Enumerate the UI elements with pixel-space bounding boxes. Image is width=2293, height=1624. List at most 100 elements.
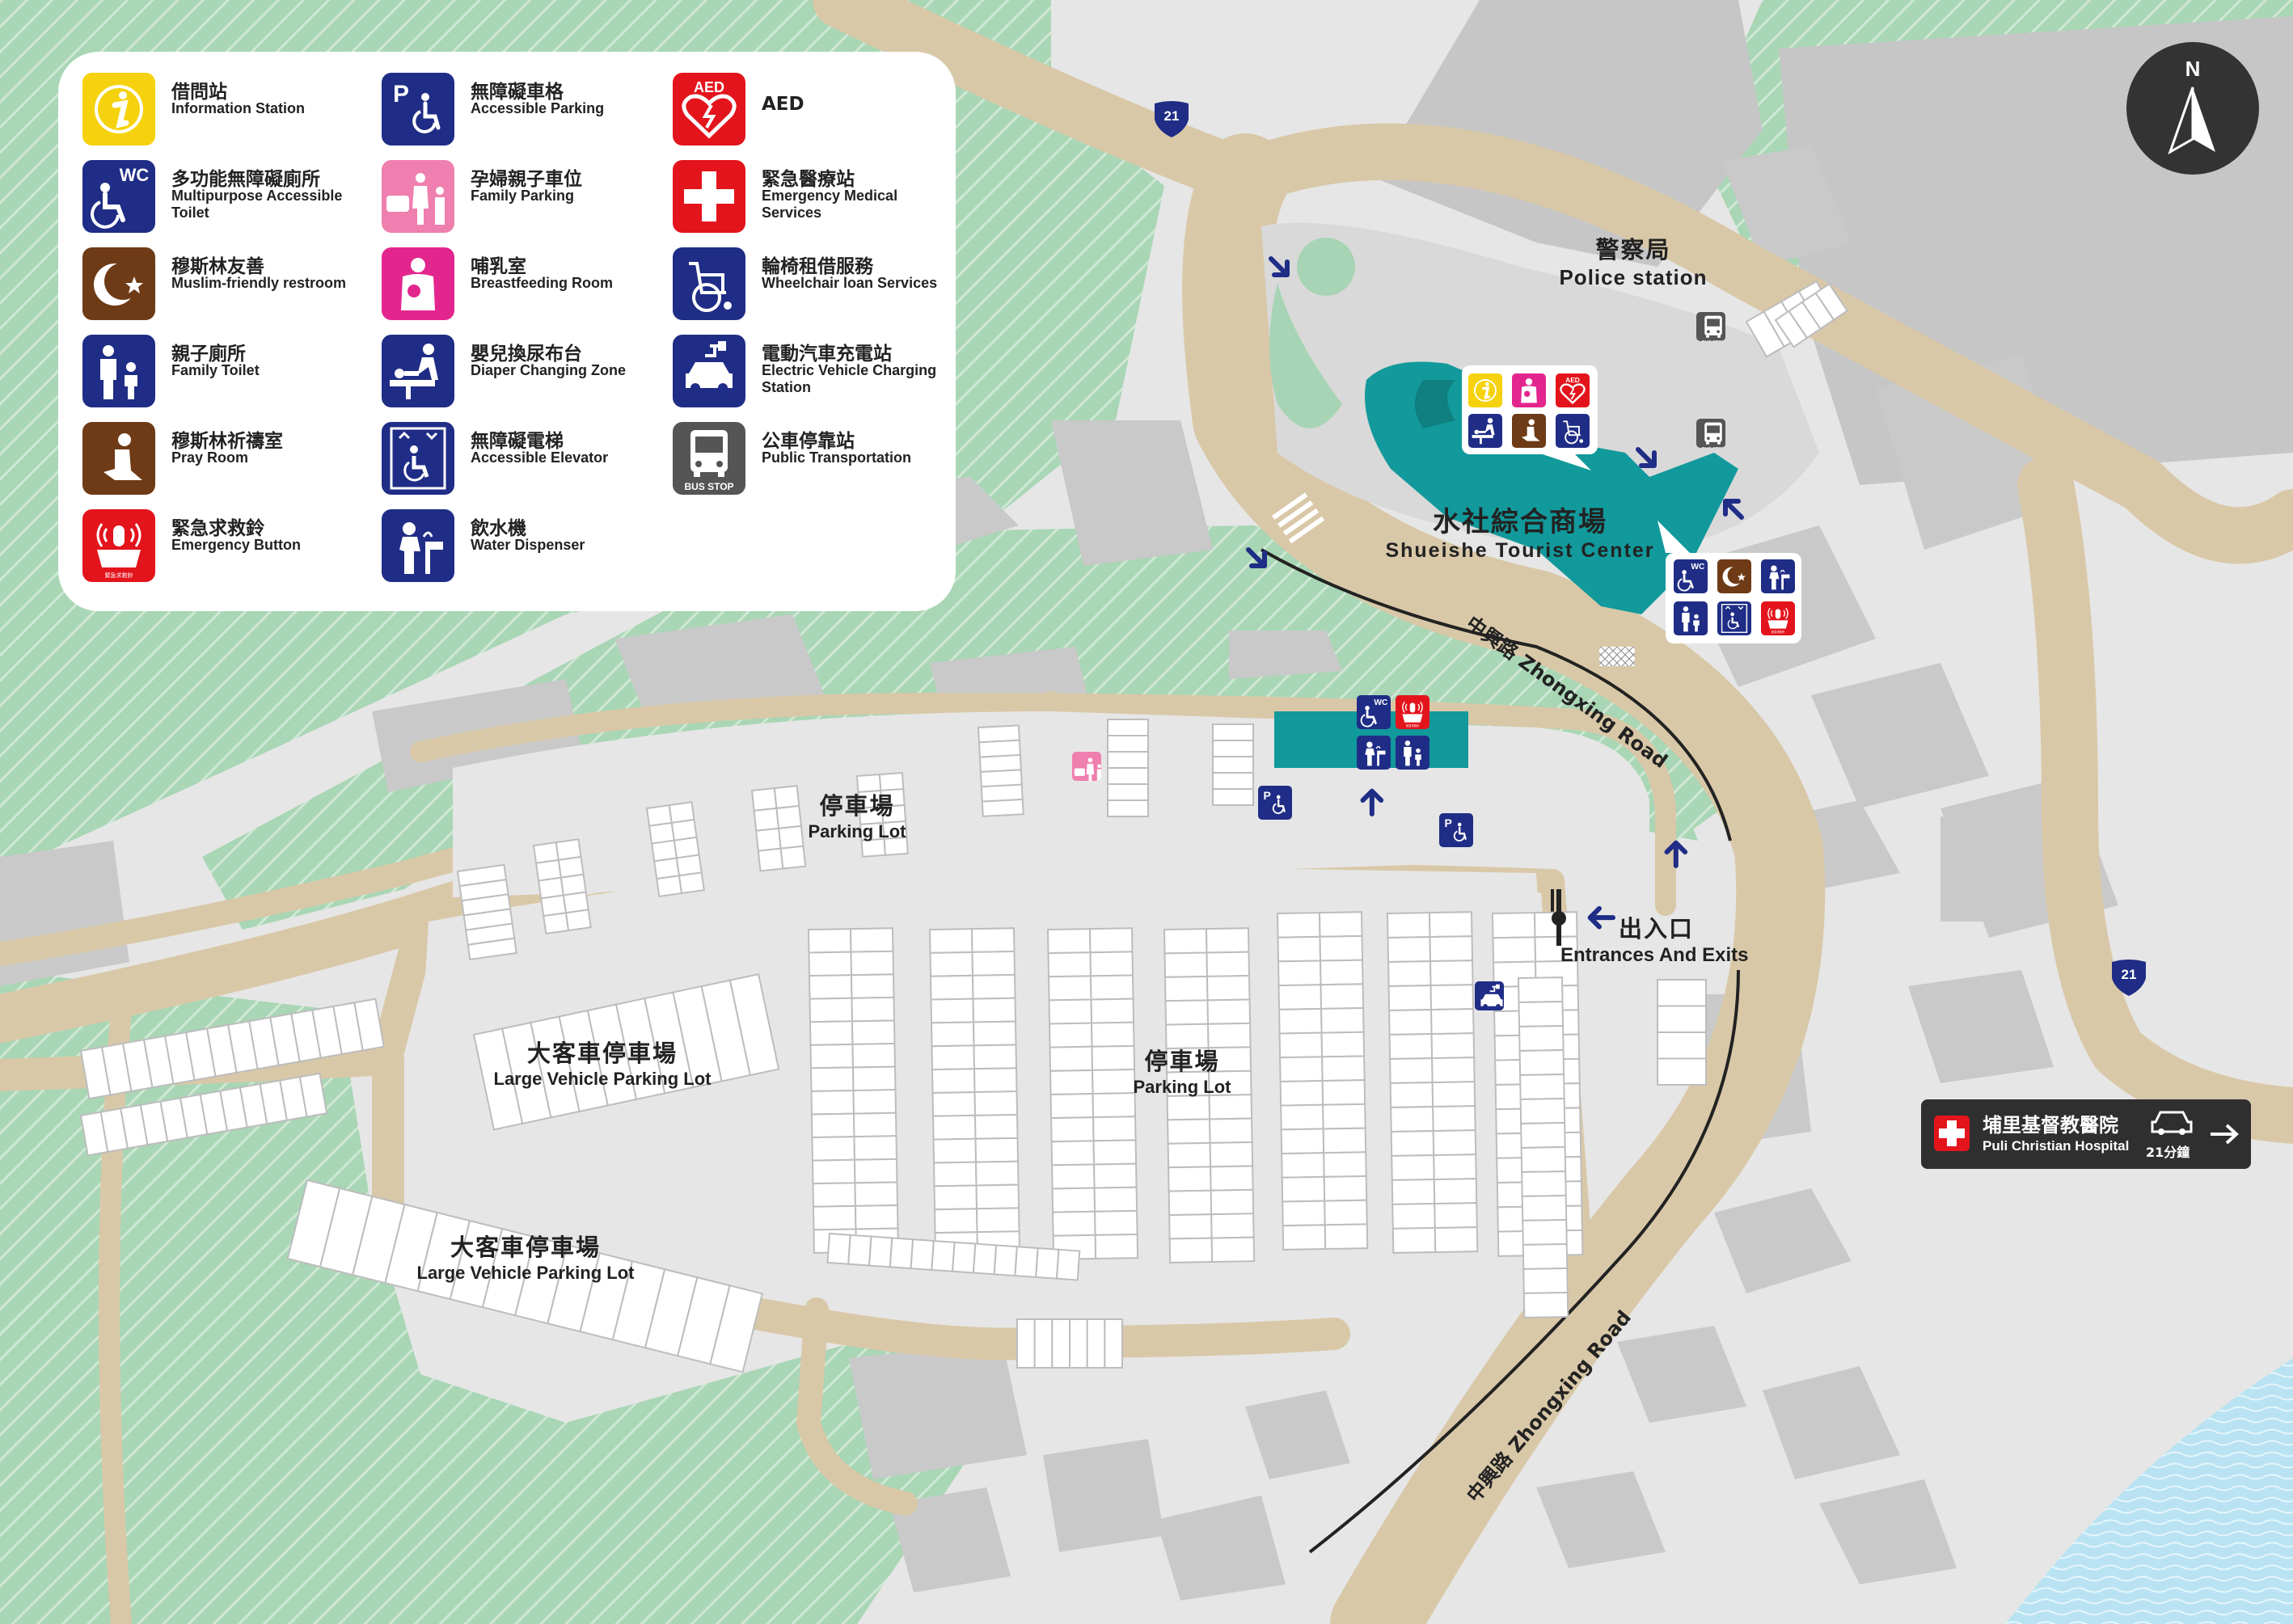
legend-label-zh: 嬰兒換尿布台 [471, 344, 582, 365]
aed-icon: AED [673, 73, 745, 146]
map-bus-stop-icon[interactable]: BUS STOP [1696, 419, 1725, 448]
legend-label-zh: 借問站 [171, 82, 227, 103]
svg-text:P: P [393, 81, 409, 108]
water-dispenser-icon [382, 509, 454, 582]
svg-text:緊急求救鈴: 緊急求救鈴 [1771, 630, 1785, 634]
hospital-name-zh: 埔里基督教醫院 [1983, 1114, 2118, 1137]
parking-lot-label-main: 停車場 Parking Lot [1101, 1043, 1263, 1098]
parking-stall-block [1386, 911, 1479, 1254]
map-info-icon[interactable] [1468, 373, 1502, 407]
map-ev-charging-icon[interactable] [1475, 981, 1504, 1010]
arrow-right-icon [2211, 1124, 2239, 1145]
hospital-direction-sign[interactable]: 埔里基督教醫院 Puli Christian Hospital 21分鐘 [1921, 1099, 2251, 1169]
parking-lot-zh: 停車場 [1144, 1048, 1220, 1075]
pray-room-icon [82, 422, 155, 495]
legend-label-en: Public Transportation [762, 449, 912, 466]
legend-label-zh: 緊急求救鈴 [171, 518, 264, 539]
diaper-changing-icon [382, 335, 454, 407]
map-accessible-toilet-icon[interactable]: WC [1674, 559, 1708, 593]
map-aed-icon[interactable]: AED [1556, 373, 1590, 407]
direction-arrow-icon [1246, 547, 1267, 568]
parking-stall-block [1163, 927, 1256, 1263]
entrance-gate-marker [1552, 889, 1566, 946]
legend-label-zh: AED [762, 94, 804, 115]
parking-stall-block [472, 972, 780, 1131]
map-water-dispenser-icon[interactable] [1357, 736, 1391, 770]
crosswalk [1272, 492, 1325, 544]
legend-label-zh: 無障礙電梯 [471, 431, 564, 452]
entrance-label: 出入口 Entrances And Exits [1560, 910, 1771, 967]
legend-item-aed: AED AED [673, 73, 948, 149]
map-diaper-changing-icon[interactable] [1468, 414, 1502, 448]
legend-label-en: Muslim-friendly restroom [171, 275, 347, 291]
legend-label-zh: 飲水機 [471, 518, 526, 539]
map-wheelchair-icon[interactable] [1556, 414, 1590, 448]
medical-cross-icon [673, 160, 745, 233]
legend-label-en: Pray Room [171, 449, 249, 466]
parking-stall-block [79, 998, 385, 1100]
map-accessible-elevator-icon[interactable] [1717, 601, 1751, 635]
legend-label-en: Accessible Parking [471, 100, 605, 116]
info-icon [82, 73, 155, 146]
map-accessible-toilet-icon[interactable]: WC [1357, 695, 1391, 729]
bus-stop-icon: BUS STOP [673, 422, 745, 495]
hospital-travel-time: 21分鐘 [2146, 1145, 2190, 1160]
map-family-toilet-icon[interactable] [1396, 736, 1429, 770]
map-water-dispenser-icon[interactable] [1761, 559, 1795, 593]
accessible-parking-icon: P [382, 73, 454, 146]
legend-label-en: Wheelchair loan Services [762, 275, 938, 291]
parking-lot-en: Parking Lot [1133, 1077, 1231, 1097]
buildings [0, 146, 2118, 1601]
legend-label-en: Information Station [171, 100, 305, 116]
svg-text:緊急求救鈴: 緊急求救鈴 [105, 572, 133, 579]
tourist-center-en: Shueishe Tourist Center [1385, 539, 1655, 562]
large-vehicle-lot-label-1: 大客車停車場 Large Vehicle Parking Lot [477, 1035, 728, 1090]
legend-label-en: Multipurpose Accessible Toilet [171, 188, 343, 221]
ev-charging-icon [673, 335, 745, 407]
map-accessible-parking-icon[interactable]: P [1258, 786, 1292, 820]
large-vehicle-lot-zh: 大客車停車場 [450, 1234, 601, 1261]
map-emergency-button-icon[interactable]: 緊急求救鈴 [1396, 695, 1429, 729]
legend-label-zh: 穆斯林友善 [171, 256, 264, 277]
police-station-label: 警察局 Police station [1536, 231, 1730, 290]
svg-text:P: P [1445, 816, 1452, 829]
map-crescent-star-icon[interactable] [1717, 559, 1751, 593]
direction-arrow-icon [1723, 499, 1744, 520]
route-number: 21 [2121, 967, 2137, 982]
legend-label-zh: 孕婦親子車位 [471, 169, 582, 190]
legend-label-en: Accessible Elevator [471, 449, 609, 466]
large-vehicle-lot-en: Large Vehicle Parking Lot [493, 1069, 712, 1089]
legend-label-en: Diaper Changing Zone [471, 362, 627, 378]
legend-label-zh: 親子廁所 [171, 344, 246, 365]
map-family-parking-icon[interactable] [1072, 752, 1101, 781]
wheelchair-icon [673, 247, 745, 320]
accessible-elevator-icon [382, 422, 454, 495]
legend-label-zh: 多功能無障礙廁所 [171, 169, 320, 190]
map-family-toilet-icon[interactable] [1674, 601, 1708, 635]
map-emergency-button-icon[interactable]: 緊急求救鈴 [1761, 601, 1795, 635]
north-label: N [2185, 57, 2201, 81]
map-accessible-parking-icon[interactable]: P [1439, 813, 1473, 847]
map-pray-room-icon[interactable] [1512, 414, 1546, 448]
hospital-name-en: Puli Christian Hospital [1983, 1138, 2130, 1154]
parking-stall-block [977, 724, 1024, 817]
legend-label-zh: 無障礙車格 [471, 82, 564, 103]
map-breastfeeding-icon[interactable] [1512, 373, 1546, 407]
parking-stall-block [286, 1179, 763, 1373]
accessible-toilet-icon: WC [82, 160, 155, 233]
route-21-shield-east: 21 [2110, 959, 2147, 996]
crescent-star-icon [82, 247, 155, 320]
family-parking-icon [382, 160, 454, 233]
large-vehicle-lot-en: Large Vehicle Parking Lot [416, 1263, 635, 1283]
map-bus-stop-icon[interactable]: BUS STOP [1696, 312, 1725, 341]
